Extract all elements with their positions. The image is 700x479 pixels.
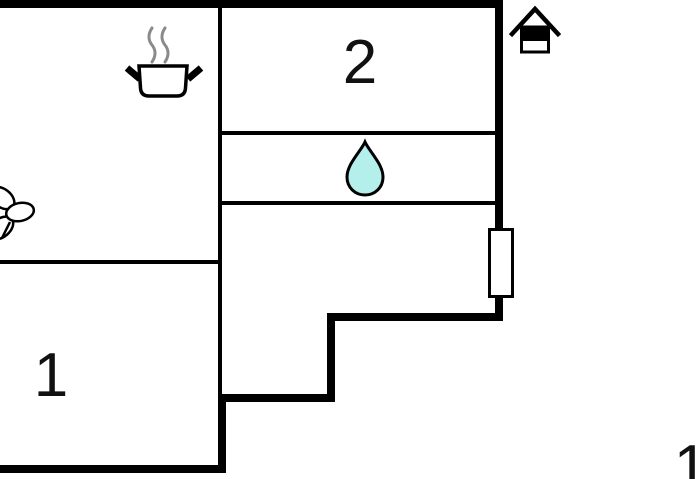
water-drop-shape [345, 138, 385, 197]
wall-right-upper [495, 0, 503, 230]
wall-step-vertical [327, 313, 335, 402]
flower-petal [4, 201, 36, 223]
window [488, 228, 514, 298]
wall-step-horizontal [327, 313, 503, 321]
steam-line [160, 26, 170, 64]
house-icon [508, 5, 562, 54]
wall-interior-kitchen [0, 260, 220, 264]
pot-body [137, 64, 189, 98]
water-drop-icon [345, 138, 385, 197]
house-body-top [521, 26, 549, 41]
room-label-1-partial: 1 [673, 433, 700, 479]
wall-lower-horizontal [218, 394, 335, 402]
wall-bottom [0, 465, 226, 473]
wall-top [0, 0, 503, 8]
room-label-1: 1 [33, 341, 69, 410]
wall-interior-bath-bottom [220, 201, 497, 205]
pot-handle-right [185, 65, 204, 82]
room-label-2: 2 [342, 28, 378, 97]
house-roof [508, 5, 562, 38]
wall-interior-bath-top [220, 131, 497, 135]
wall-left-lower [218, 394, 226, 473]
steam-line [147, 26, 157, 64]
flower-stem [0, 221, 12, 239]
wall-right-lower [495, 295, 503, 321]
flower-icon [0, 186, 36, 241]
pot-handle-left [124, 65, 143, 82]
cooking-pot-icon [124, 26, 204, 98]
